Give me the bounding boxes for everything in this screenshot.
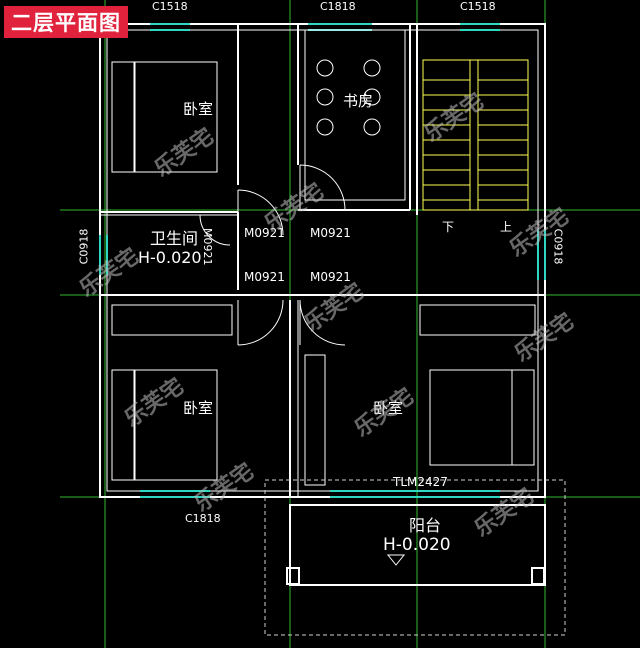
- room-bedroom-bottom-right: 卧室: [373, 399, 404, 417]
- window-label-bottom: C1818: [185, 512, 221, 525]
- level-marker: [386, 554, 406, 566]
- room-study: 书房: [343, 92, 374, 110]
- door-label-3: M0921: [244, 270, 285, 284]
- door-label-5: M0921: [201, 228, 214, 266]
- balcony-rail: [286, 504, 546, 586]
- room-bedroom-bottom-left: 卧室: [183, 399, 214, 417]
- stair-treads: [422, 59, 529, 211]
- window-label-top-right: C1518: [460, 0, 496, 13]
- stair-down-label: 下: [442, 220, 455, 234]
- furniture: [111, 29, 536, 486]
- room-balcony: 阳台: [409, 516, 442, 535]
- balcony-level: H-0.020: [383, 535, 451, 555]
- window-label-top-mid: C1818: [320, 0, 356, 13]
- room-bedroom-top-left: 卧室: [183, 100, 214, 118]
- window-label-left: C0918: [77, 228, 91, 265]
- plan-title-badge: 二层平面图: [4, 6, 128, 38]
- door-label-2: M0921: [310, 226, 351, 240]
- door-label-4: M0921: [310, 270, 351, 284]
- room-bathroom: 卫生间: [150, 229, 199, 248]
- door-swings: [199, 164, 346, 346]
- door-label-1: M0921: [244, 226, 285, 240]
- balcony-outline: [264, 479, 566, 636]
- balcony-door-label: TLM2427: [393, 475, 448, 489]
- window-label-top-left: C1518: [152, 0, 188, 13]
- stair-up-label: 上: [500, 220, 513, 234]
- bathroom-level: H-0.020: [138, 248, 202, 267]
